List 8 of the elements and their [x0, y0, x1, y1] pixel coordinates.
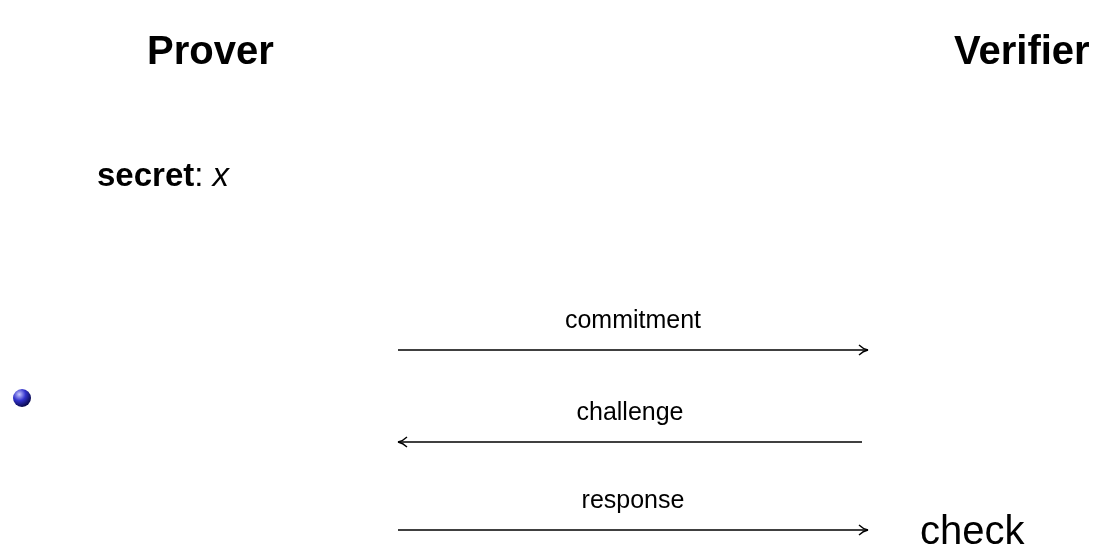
column-heading: Verifier: [954, 30, 1090, 70]
column-heading: Prover: [147, 30, 274, 70]
secret-label: secret: x: [97, 158, 230, 191]
message-label: challenge: [576, 399, 684, 424]
message-label: commitment: [564, 307, 702, 332]
step-label: check: [920, 510, 1025, 550]
sphere-bullet: [13, 389, 31, 407]
message-label: response: [581, 487, 685, 512]
